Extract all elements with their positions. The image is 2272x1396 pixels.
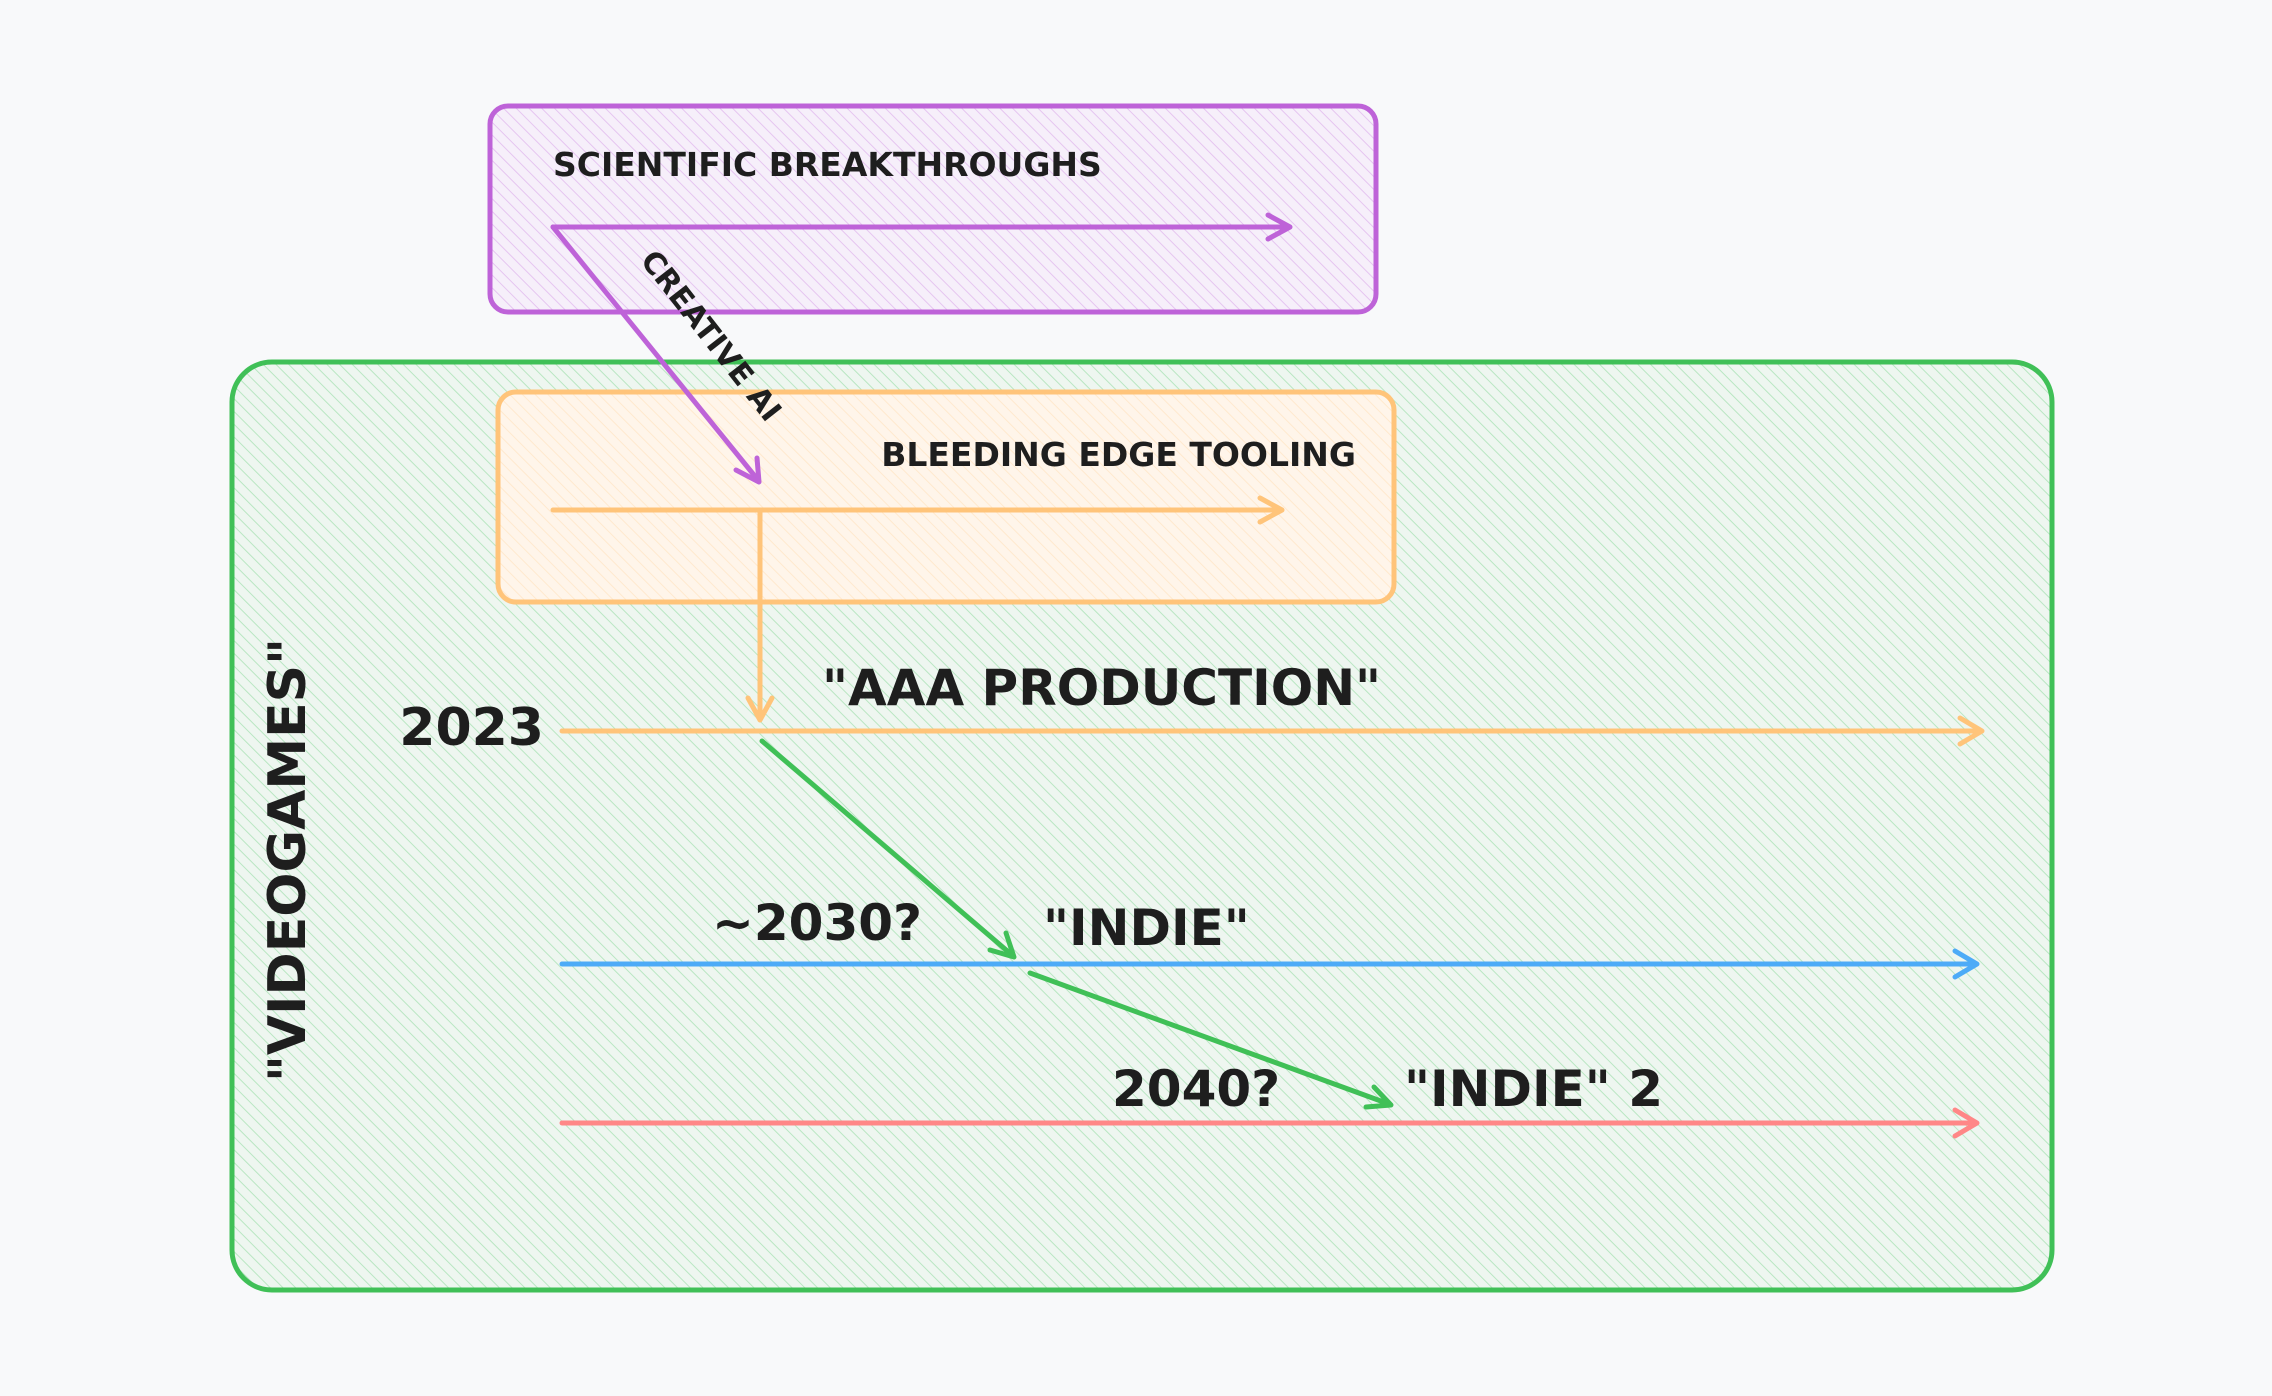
transition-aaa-to-indie-arrow (759, 738, 1015, 958)
timeline-aaa-year: 2023 (399, 698, 544, 758)
timeline-indie-2[interactable]: 2040? "INDIE" 2 (559, 1060, 1980, 1139)
bleeding-edge-tooling-group[interactable]: BLEEDING EDGE TOOLING (495, 389, 1397, 605)
bleeding-edge-tooling-box[interactable] (495, 389, 1397, 605)
bleeding-edge-tooling-label: BLEEDING EDGE TOOLING (881, 435, 1356, 474)
timeline-aaa-arrowhead-icon (1957, 715, 1985, 747)
transition-aaa-to-indie-arrowhead-icon (987, 930, 1017, 960)
scientific-breakthroughs-box[interactable] (487, 103, 1379, 315)
transition-indie-to-indie-2-arrow (1027, 970, 1392, 1107)
timeline-indie-year: ~2030? (712, 894, 922, 952)
scientific-arrowhead-icon (1265, 212, 1293, 242)
tooling-arrowhead-icon (1257, 495, 1285, 525)
timeline-indie-label: "INDIE" (1043, 899, 1250, 957)
tooling-to-aaa-arrowhead-icon (745, 695, 775, 723)
transition-indie-to-indie-2[interactable] (1027, 970, 1394, 1110)
timeline-aaa[interactable]: 2023 "AAA PRODUCTION" (399, 659, 1985, 758)
transition-indie-to-indie-2-arrowhead-icon (1363, 1084, 1394, 1110)
transition-aaa-to-indie[interactable] (759, 738, 1017, 960)
creative-ai-arrowhead-icon (733, 455, 762, 485)
timeline-indie-2-arrowhead-icon (1952, 1107, 1980, 1139)
scientific-breakthroughs-group[interactable]: SCIENTIFIC BREAKTHROUGHS (487, 103, 1379, 315)
scientific-breakthroughs-label: SCIENTIFIC BREAKTHROUGHS (553, 145, 1102, 184)
timeline-indie[interactable]: ~2030? "INDIE" (559, 894, 1980, 980)
creative-ai-arrow (550, 224, 761, 483)
videogames-label: "VIDEOGAMES" (258, 638, 318, 1082)
tooling-to-aaa-connector (745, 507, 775, 723)
timeline-indie-arrowhead-icon (1952, 948, 1980, 980)
timeline-aaa-label: "AAA PRODUCTION" (822, 659, 1381, 717)
timeline-indie-2-year: 2040? (1112, 1060, 1280, 1118)
timeline-indie-2-label: "INDIE" 2 (1404, 1060, 1663, 1118)
